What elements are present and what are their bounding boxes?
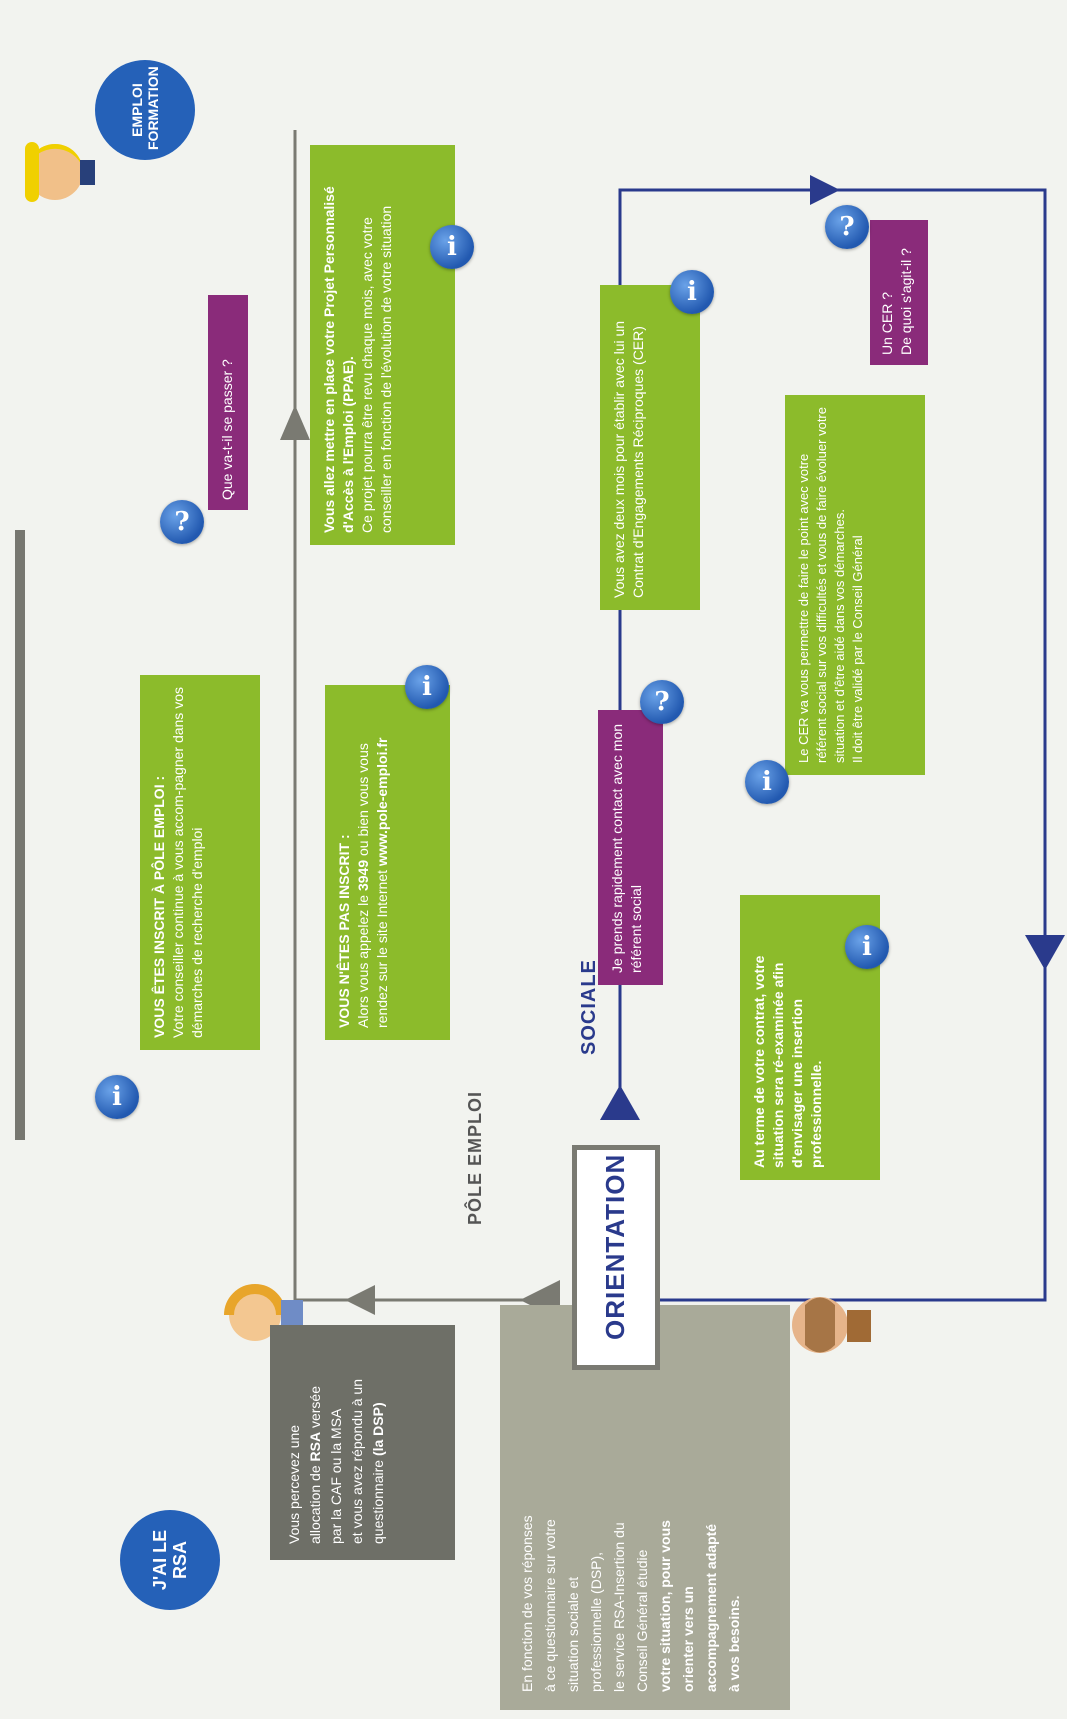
question-bubble-icon: ? bbox=[640, 680, 684, 724]
sociale-arrow-down bbox=[1025, 935, 1065, 970]
pole-emploi-arrow-left bbox=[345, 1285, 375, 1315]
orientation-label: ORIENTATION bbox=[600, 1153, 630, 1340]
bubble-ppae: Vous allez mettre en place votre Projet … bbox=[310, 145, 455, 545]
info-bubble-icon: i bbox=[405, 665, 449, 709]
bubble-pas-inscrit: VOUS N'ÊTES PAS INSCRIT : Alors vous app… bbox=[325, 685, 450, 1040]
avatar-worker-helmet bbox=[25, 142, 95, 202]
question-bubble-icon: ? bbox=[160, 500, 204, 544]
bubble-cer-detail: Le CER va vous permettre de faire le poi… bbox=[785, 395, 925, 775]
info-bubble-icon: i bbox=[670, 270, 714, 314]
info-bubble-icon: i bbox=[845, 925, 889, 969]
question-bubble-icon: ? bbox=[825, 205, 869, 249]
info-bubble-icon: i bbox=[745, 760, 789, 804]
avatar-blond-man bbox=[224, 1284, 303, 1341]
pole-emploi-arrow-up bbox=[280, 405, 310, 440]
info-bubble-icon: i bbox=[95, 1075, 139, 1119]
bubble-cer-deux-mois: Vous avez deux mois pour établir avec lu… bbox=[600, 285, 700, 610]
badge-jai-le-rsa: J'AI LE RSA bbox=[120, 1510, 220, 1610]
orientation-box bbox=[572, 1145, 660, 1370]
sociale-arrow-up-1 bbox=[600, 1085, 640, 1120]
info-bubble-icon: i bbox=[430, 225, 474, 269]
question-un-cer: Un CER ? De quoi s'agit-il ? bbox=[870, 220, 928, 365]
intro-rsa-box: Vous percevez une allocation de RSA vers… bbox=[270, 1325, 455, 1560]
badge-emploi-formation: EMPLOI FORMATION bbox=[95, 60, 195, 160]
sociale-arrow-right bbox=[810, 175, 840, 205]
bubble-inscrit-pole-emploi: VOUS ÊTES INSCRIT À PÔLE EMPLOI : Votre … bbox=[140, 675, 260, 1050]
avatar-bearded-man bbox=[792, 1297, 871, 1353]
question-contact-referent: Je prends rapidement contact avec mon ré… bbox=[598, 710, 663, 985]
question-que-va-t-il: Que va-t-il se passer ? bbox=[208, 295, 248, 510]
pole-emploi-label: PÔLE EMPLOI bbox=[465, 1090, 485, 1225]
